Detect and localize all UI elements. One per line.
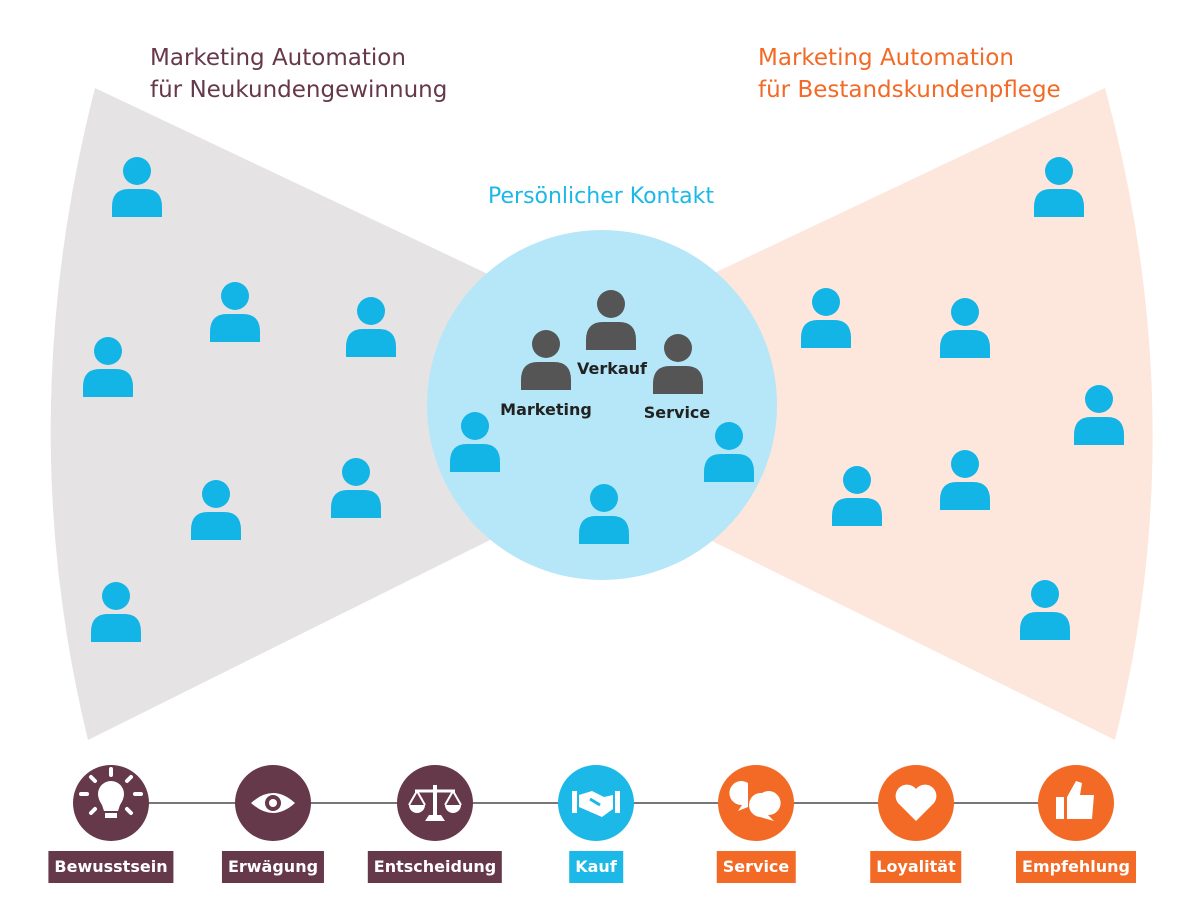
customer-person-icon xyxy=(191,480,241,540)
right-title: Marketing Automation für Bestandskundenp… xyxy=(758,42,1061,106)
handshake-icon xyxy=(572,791,620,817)
customer-person-icon xyxy=(940,450,990,510)
customer-person-icon xyxy=(210,282,260,342)
journey-step-bewusstsein xyxy=(73,765,149,841)
customer-person-icon xyxy=(91,582,141,642)
customer-person-icon xyxy=(83,337,133,397)
step-label: Entscheidung xyxy=(367,851,503,883)
step-label: Service xyxy=(716,851,796,883)
chat-bubbles-icon xyxy=(729,781,781,821)
personal-contact-circle xyxy=(427,230,777,580)
step-label: Loyalität xyxy=(870,851,962,883)
role-label-service: Service xyxy=(643,403,711,422)
journey-step-kauf xyxy=(558,765,634,841)
customer-person-icon xyxy=(331,458,381,518)
customer-person-icon xyxy=(940,298,990,358)
step-label: Empfehlung xyxy=(1016,851,1136,883)
customer-person-icon xyxy=(579,484,629,544)
left-title-line2: für Neukundengewinnung xyxy=(150,77,448,103)
thumbs-up-icon xyxy=(1056,781,1094,819)
customer-person-icon xyxy=(112,157,162,217)
center-title: Persönlicher Kontakt xyxy=(488,184,714,209)
right-title-line2: für Bestandskundenpflege xyxy=(758,77,1061,103)
journey-step-loyalität xyxy=(878,765,954,841)
customer-person-icon xyxy=(346,297,396,357)
heart-icon xyxy=(895,784,937,821)
lightbulb-icon xyxy=(79,767,143,818)
customer-person-icon xyxy=(704,422,754,482)
step-label: Kauf xyxy=(569,851,623,883)
left-title: Marketing Automation für Neukundengewinn… xyxy=(150,42,447,106)
role-label-marketing: Marketing xyxy=(500,400,592,419)
team-person-icon xyxy=(653,334,703,394)
journey-step-erwägung xyxy=(235,765,311,841)
left-fan-acquisition xyxy=(50,88,491,740)
eye-icon xyxy=(251,793,295,813)
journey-step-empfehlung xyxy=(1038,765,1114,841)
step-label: Erwägung xyxy=(221,851,325,883)
customer-person-icon xyxy=(1020,580,1070,640)
customer-person-icon xyxy=(450,412,500,472)
left-title-line1: Marketing Automation xyxy=(150,45,406,71)
customer-person-icon xyxy=(832,466,882,526)
customer-person-icon xyxy=(1074,385,1124,445)
step-label: Bewusstsein xyxy=(48,851,174,883)
scales-icon xyxy=(408,785,462,821)
journey-step-entscheidung xyxy=(397,765,473,841)
customer-person-icon xyxy=(801,288,851,348)
team-person-icon xyxy=(586,290,636,350)
right-title-line1: Marketing Automation xyxy=(758,45,1014,71)
customer-person-icon xyxy=(1034,157,1084,217)
right-fan-retention xyxy=(710,88,1153,740)
role-label-verkauf: Verkauf xyxy=(576,359,648,378)
journey-step-service xyxy=(718,765,794,841)
team-person-icon xyxy=(521,330,571,390)
